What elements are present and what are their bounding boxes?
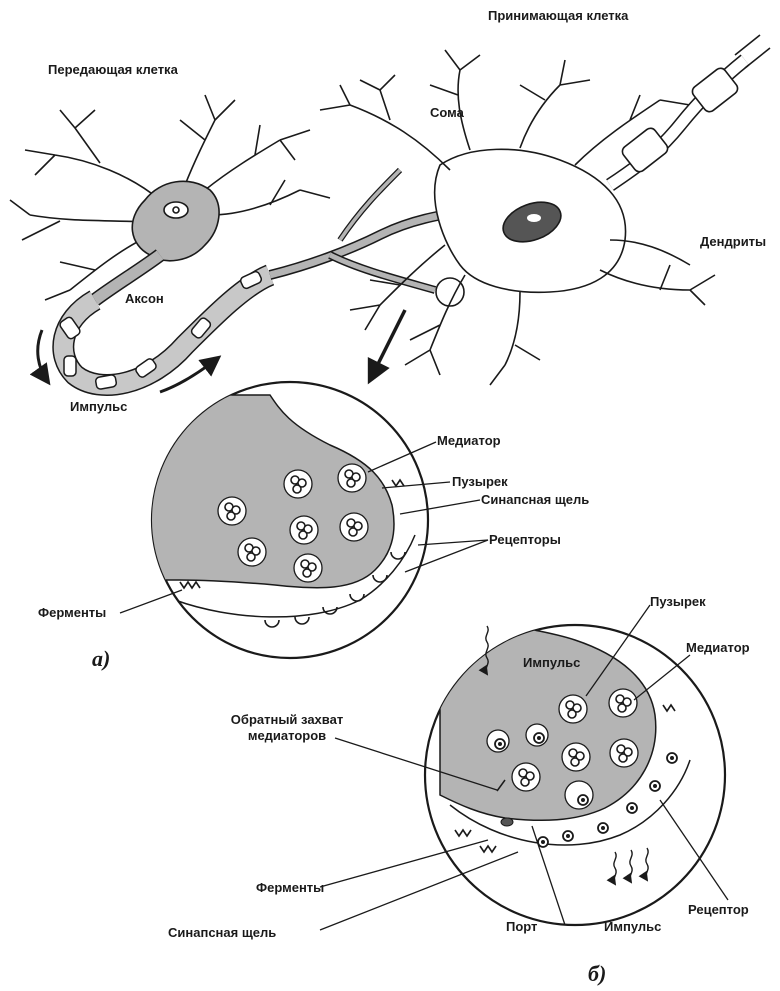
port-label: Порт: [506, 919, 537, 935]
receiving-neuron: [320, 35, 770, 385]
impulse-in-label: Импульс: [523, 655, 580, 671]
panel-b-label: б): [588, 961, 606, 987]
axon-label: Аксон: [125, 291, 164, 307]
panel-a-label: а): [92, 646, 110, 672]
synaptic-cleft-label-a: Синапсная щель: [481, 492, 589, 508]
dendrites-label: Дендриты: [700, 234, 766, 250]
vesicle-label-b: Пузырек: [650, 594, 706, 610]
soma-label: Сома: [430, 105, 464, 121]
synapse-panel-a: [120, 382, 488, 658]
receptors-label-a: Рецепторы: [489, 532, 561, 548]
port: [501, 818, 513, 826]
impulse-out-label: Импульс: [604, 919, 661, 935]
enzymes-label-a: Ферменты: [38, 605, 106, 621]
reuptake-label: Обратный захват медиаторов: [212, 712, 362, 744]
sending-cell-label: Передающая клетка: [48, 62, 178, 78]
mediator-label-a: Медиатор: [437, 433, 501, 449]
impulse-label-top: Импульс: [70, 399, 127, 415]
mediator-label-b: Медиатор: [686, 640, 750, 656]
vesicle-label-a: Пузырек: [452, 474, 508, 490]
receptor-label-b: Рецептор: [688, 902, 749, 918]
enzymes-label-b: Ферменты: [256, 880, 324, 896]
synapse-panel-b: [320, 605, 728, 930]
sending-soma: [132, 181, 219, 260]
receiving-cell-label: Принимающая клетка: [488, 8, 628, 24]
synaptic-cleft-label-b: Синапсная щель: [168, 925, 276, 941]
